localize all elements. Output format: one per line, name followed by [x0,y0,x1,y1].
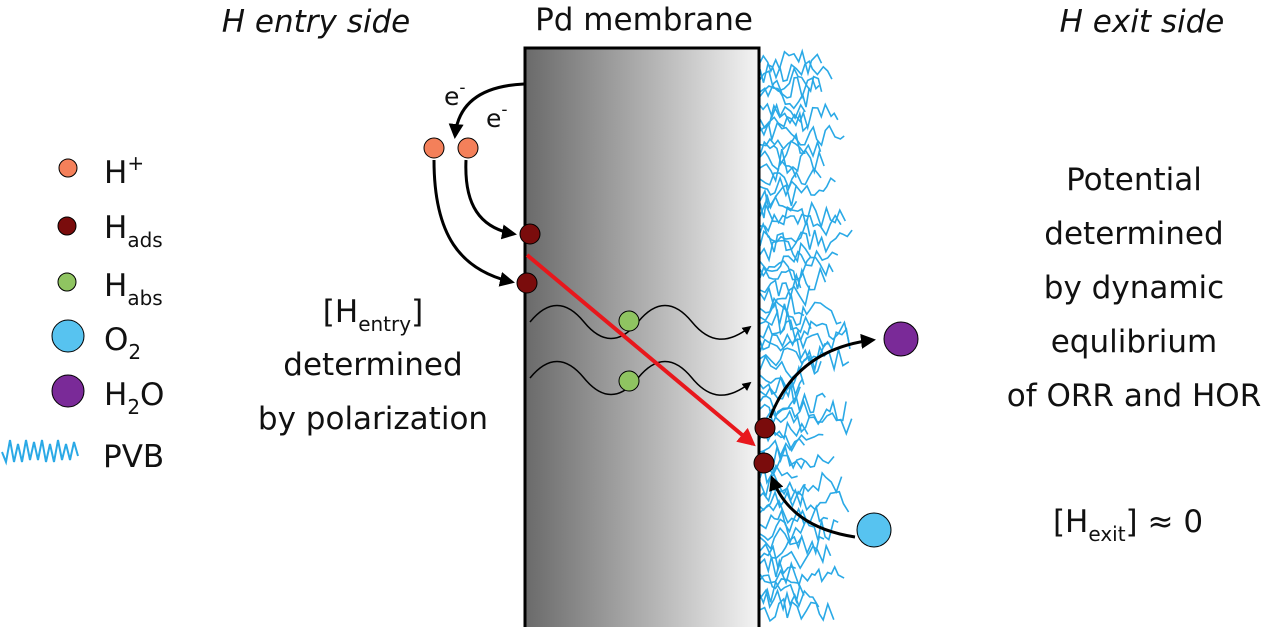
pvb-strand [759,148,825,175]
pvb-strand [759,518,839,545]
exit-note-line-2: determined [1044,216,1223,252]
pvb-strand [759,59,833,83]
legend-h2o-label: H2O [104,377,164,419]
pvb-strand [759,471,843,499]
pvb-strand [759,218,811,244]
pvb-strand [759,212,842,237]
electron-label-1: e- [444,78,466,111]
pvb-strand [759,249,839,273]
legend-h-ads-label: Hads [104,210,163,252]
pvb-strand [759,121,845,147]
legend-h-plus-swatch [58,158,78,178]
legend-h-plus-label: H+ [104,151,144,191]
pvb-strand [759,408,853,436]
h-ads-particle [519,223,541,245]
pvb-strand [759,533,825,559]
legend-h-abs-label: Habs [104,268,163,310]
entry-side-title: H entry side [222,4,411,40]
water-formation-arrow [768,333,876,419]
pvb-strand [759,506,806,534]
pvb-strand [759,265,827,291]
h-entry-label: [Hentry] [323,294,423,336]
oxygen-arrow [769,475,856,539]
entry-note: [Hentry] determined by polarization [258,294,488,437]
pvb-strand [759,48,823,77]
h2o-molecule [883,321,919,357]
entry-note-line-2: determined [283,347,462,383]
pd-membrane [523,46,761,627]
pvb-strand [759,85,810,110]
exit-note-line-1: Potential [1066,162,1202,198]
pvb-strand [759,489,850,513]
pvb-strand [759,543,832,572]
hydrogen-permeation-arrow [525,253,756,447]
pvb-strand [759,175,836,198]
membrane-title: Pd membrane [535,2,753,38]
legend-o2-label: O2 [104,322,141,364]
adsorption-arrow [432,159,515,287]
proton-particle [457,137,479,159]
legend-h-abs-swatch [57,272,77,292]
h-abs-particle [618,370,640,392]
pvb-strand [759,398,847,426]
pvb-strand [759,574,799,590]
pvb-strand [759,76,820,100]
o2-molecule [856,512,892,548]
legend-h-ads-swatch [57,216,77,236]
pvb-strand [759,167,822,190]
legend-h2o-swatch [51,374,85,408]
proton-particle [423,137,445,159]
pvb-coating [759,48,853,623]
pvb-strand [759,229,853,254]
pvb-strand [759,285,811,309]
exit-note-line-4: equlibrium [1051,324,1218,360]
legend-o2-swatch [51,319,85,353]
entry-note-line-3: by polarization [258,401,488,437]
pvb-strand [759,579,805,606]
pvb-strand [759,338,830,362]
pvb-strand [759,200,847,230]
exit-note: Potential determined by dynamic equlibri… [1007,162,1262,546]
pvb-strand [759,102,839,131]
pvb-strand [759,438,806,458]
pvb-strand [759,374,804,399]
pvb-strand [759,319,850,342]
h-abs-particle [618,310,640,332]
pvb-strand [759,308,812,336]
electron-arrow [448,82,525,139]
pvb-strand [759,327,851,351]
pvb-strand [759,588,820,613]
pvb-strand [759,391,826,417]
pvb-strand [759,299,842,327]
pvb-strand [759,160,797,184]
exit-note-line-3: by dynamic [1044,270,1224,306]
pvb-strand [759,560,845,588]
exit-note-line-5: of ORR and HOR [1007,378,1262,414]
h-ads-particle [754,417,776,439]
electron-label-2: e- [486,100,508,133]
pvb-strand [759,272,802,300]
legend-pvb-swatch [1,439,79,466]
pvb-strand [759,132,806,154]
legend-pvb-label: PVB [103,439,164,475]
legend: H+ Hads Habs O2 H2O PVB [1,151,164,475]
h-exit-label: [Hexit] ≈ 0 [1053,504,1203,546]
pvb-strand [759,139,822,166]
exit-side-title: H exit side [1060,4,1225,40]
adsorption-arrow [464,159,517,240]
pvb-strand [759,597,835,623]
pvb-strand [759,239,812,264]
h-ads-particle [516,272,538,294]
pvb-strand [759,110,808,137]
pvb-strand [759,194,798,219]
h-ads-particle [753,452,775,474]
